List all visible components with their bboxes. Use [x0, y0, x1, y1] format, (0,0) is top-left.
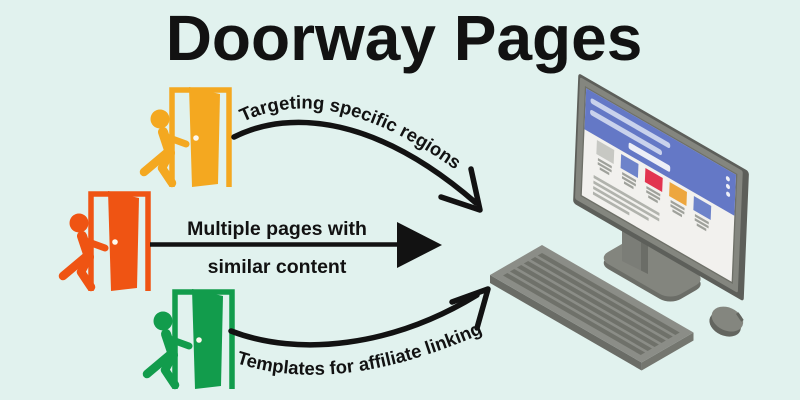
keyboard [490, 245, 694, 371]
arrow-label-bottom: Templates for affiliate linking [235, 317, 485, 378]
arrow-bottom-curve [228, 292, 480, 348]
header-search-bar [628, 142, 671, 172]
content-card-5 [693, 196, 712, 220]
mouse [709, 306, 744, 337]
arrow-bottom-head [449, 286, 491, 331]
monitor [573, 74, 749, 301]
door-icon-duplicate [63, 191, 148, 291]
page-title: Doorway Pages [166, 2, 643, 74]
arrow-top-head [438, 166, 483, 213]
content-card-4 [669, 182, 687, 206]
mouse-button-slit [735, 312, 744, 322]
card-text-lines [597, 158, 709, 232]
content-card-1 [596, 140, 615, 164]
content-card-3 [644, 168, 663, 192]
svg-text:Templates for affiliate linkin: Templates for affiliate linking [235, 317, 485, 378]
arrow-label-middle-line1: Multiple pages with [187, 218, 367, 240]
door-icon-regional [144, 87, 229, 187]
paragraph-lines [592, 175, 660, 222]
header-subtitle-line [590, 109, 662, 156]
header-menu-dots [725, 176, 731, 197]
keyboard-key-rows [503, 253, 680, 355]
header-title-line [590, 98, 671, 149]
arrow-middle-head [397, 222, 442, 268]
content-card-2 [620, 154, 639, 178]
door-icon-affiliate [147, 289, 232, 389]
arrow-label-middle-line2: similar content [208, 256, 347, 278]
arrow-top-curve [231, 119, 479, 206]
